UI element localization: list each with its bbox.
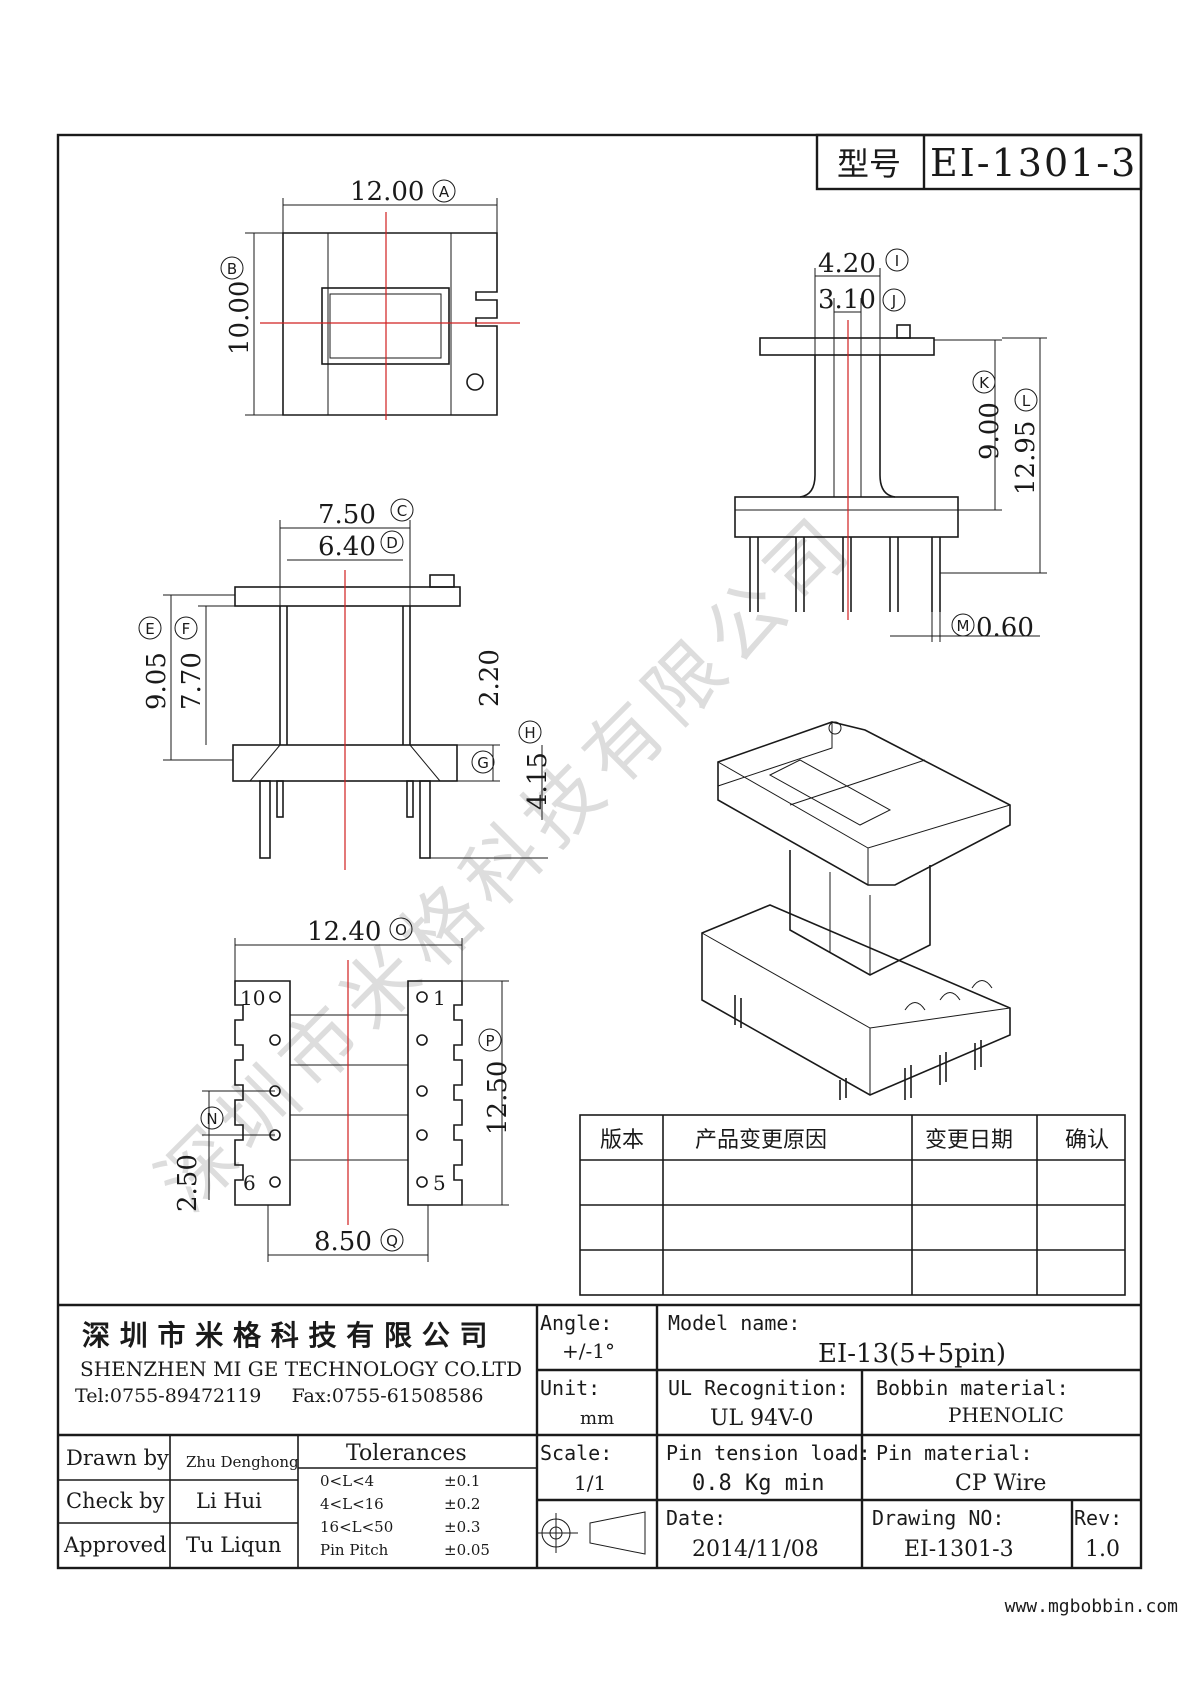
dim-N-value: 2.50: [173, 1154, 203, 1212]
pin-label-10: 10: [240, 986, 265, 1010]
scale-value: 1/1: [574, 1471, 606, 1495]
angle-value: +/-1°: [562, 1339, 615, 1363]
side-view: 4.20 I 3.10 J 9.00 K 12.95 L M 0.60: [734, 248, 1047, 643]
pin-label-6: 6: [243, 1171, 256, 1195]
dim-M-tag: M: [957, 617, 970, 635]
dim-J-tag: J: [891, 292, 896, 310]
dim-Q-value: 8.50: [314, 1227, 372, 1257]
dim-D-tag: D: [386, 534, 398, 552]
ul-label: UL Recognition:: [668, 1376, 849, 1400]
dim-P-value: 12.50: [483, 1061, 513, 1135]
dim-K-value: 9.00: [975, 402, 1005, 460]
dim-N-tag: N: [206, 1110, 217, 1128]
dim-G-value: 2.20: [475, 649, 505, 707]
rev-value: 1.0: [1085, 1537, 1120, 1562]
website-link[interactable]: www.mgbobbin.com: [1005, 1596, 1178, 1617]
dim-C-tag: C: [397, 502, 407, 520]
model-code-value: EI-1301-3: [930, 141, 1137, 185]
bobbin-material-label: Bobbin material:: [876, 1376, 1069, 1400]
tol-value-2: ±0.2: [444, 1495, 480, 1513]
unit-value: mm: [580, 1408, 614, 1429]
tol-range-4: Pin Pitch: [320, 1541, 389, 1559]
pin-label-1: 1: [433, 986, 446, 1010]
dim-O-tag: O: [395, 921, 407, 939]
dim-L-value: 12.95: [1011, 421, 1041, 495]
model-name-label: Model name:: [668, 1311, 800, 1335]
check-by-label: Check by: [66, 1489, 165, 1513]
dim-A-tag: A: [439, 183, 450, 201]
revision-table: 版本 产品变更原因 变更日期 确认: [579, 1114, 1126, 1296]
model-name-value: EI-13(5+5pin): [818, 1339, 1006, 1369]
dim-F-value: 7.70: [177, 652, 207, 710]
title-block: 深 圳 市 米 格 科 技 有 限 公 司 SHENZHEN MI GE TEC…: [58, 1303, 1141, 1568]
dim-H-tag: H: [524, 724, 535, 742]
drawn-by-label: Drawn by: [66, 1446, 169, 1470]
pin-material-value: CP Wire: [955, 1471, 1046, 1496]
dim-M-value: 0.60: [976, 613, 1034, 643]
approved-value: Tu Liqun: [186, 1533, 281, 1557]
company-name-en: SHENZHEN MI GE TECHNOLOGY CO.LTD: [80, 1357, 522, 1381]
model-code-box: 型号 EI-1301-3: [815, 133, 1143, 191]
rev-header-date: 变更日期: [925, 1128, 1013, 1153]
bobbin-material-value: PHENOLIC: [948, 1403, 1064, 1427]
date-value: 2014/11/08: [692, 1537, 819, 1562]
dim-I-tag: I: [895, 252, 899, 270]
dim-C-value: 7.50: [318, 500, 376, 530]
drawing-no-label: Drawing NO:: [872, 1506, 1004, 1530]
tol-value-1: ±0.1: [444, 1472, 480, 1490]
dim-L-tag: L: [1022, 392, 1031, 410]
rev-label: Rev:: [1074, 1506, 1122, 1530]
tolerances-title: Tolerances: [346, 1441, 467, 1466]
pin-label-5: 5: [433, 1171, 446, 1195]
sheet-border: [56, 133, 1143, 1570]
pin-tension-value: 0.8 Kg min: [692, 1471, 824, 1496]
front-view: 7.50 C 6.40 D 9.05 E 7.70 F 2.20 G 4.15 …: [138, 498, 553, 870]
dim-B-value: 10.00: [225, 281, 255, 355]
scale-label: Scale:: [540, 1441, 612, 1465]
dim-I-value: 4.20: [818, 249, 876, 279]
rev-header-reason: 产品变更原因: [695, 1128, 827, 1153]
tol-range-1: 0<L<4: [320, 1472, 374, 1490]
isometric-view: [701, 721, 1011, 1100]
angle-label: Angle:: [540, 1311, 612, 1335]
pin-tension-label: Pin tension load:: [666, 1441, 871, 1465]
projection-symbol-icon: [536, 1511, 646, 1555]
tol-value-4: ±0.05: [444, 1541, 490, 1559]
dim-H-value: 4.15: [523, 752, 553, 810]
dim-A-value: 12.00: [350, 177, 424, 207]
dim-G-tag: G: [477, 754, 489, 772]
dim-K-tag: K: [979, 374, 990, 392]
model-code-label: 型号: [837, 145, 901, 183]
drawn-by-value: Zhu Denghong: [186, 1453, 299, 1471]
rev-header-confirm: 确认: [1065, 1128, 1109, 1153]
unit-label: Unit:: [540, 1376, 600, 1400]
dim-E-value: 9.05: [142, 652, 172, 710]
pin-view: 10 1 6 5 12.40 O 12.50 P 8.50 Q 2.50 N: [173, 917, 513, 1262]
rev-header-version: 版本: [600, 1128, 644, 1153]
dim-E-tag: E: [145, 620, 154, 638]
top-view: 12.00 A 10.00 B: [220, 177, 520, 420]
dim-O-value: 12.40: [307, 917, 381, 947]
tol-range-2: 4<L<16: [320, 1495, 384, 1513]
dim-J-value: 3.10: [818, 285, 876, 315]
company-contact: Tel:0755-89472119 Fax:0755-61508586: [75, 1385, 483, 1407]
dim-P-tag: P: [485, 1032, 494, 1050]
approved-label: Approved: [63, 1533, 166, 1557]
dim-D-value: 6.40: [318, 532, 376, 562]
tol-range-3: 16<L<50: [320, 1518, 393, 1536]
ul-value: UL 94V-0: [710, 1406, 813, 1431]
dim-Q-tag: Q: [386, 1232, 398, 1250]
dim-B-tag: B: [227, 260, 237, 278]
dim-F-tag: F: [182, 620, 191, 638]
check-by-value: Li Hui: [196, 1489, 262, 1513]
date-label: Date:: [666, 1506, 726, 1530]
drawing-no-value: EI-1301-3: [904, 1537, 1014, 1562]
company-name-cn: 深 圳 市 米 格 科 技 有 限 公 司: [82, 1319, 487, 1352]
tol-value-3: ±0.3: [444, 1518, 480, 1536]
pin-material-label: Pin material:: [876, 1441, 1033, 1465]
